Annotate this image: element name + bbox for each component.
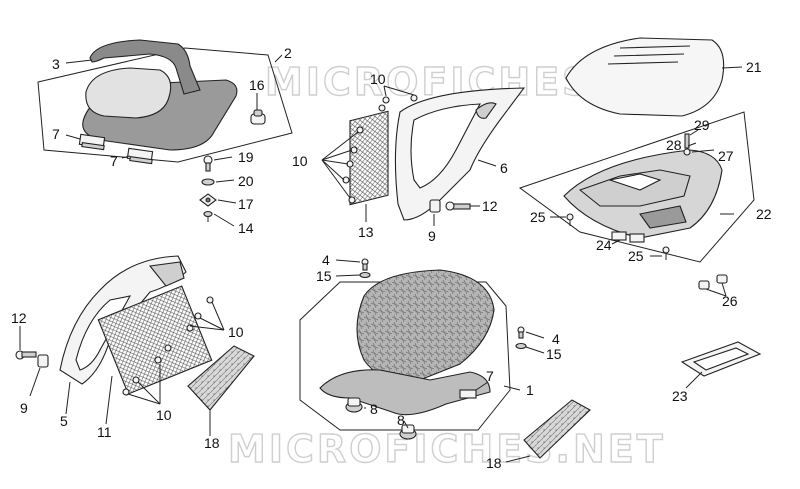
callout-labels: 1 2 3 4 4 5 6 7 7 7 8 8 9 9 10 10 10 10 … [11, 45, 772, 471]
pad-24a [611, 231, 627, 241]
label-14: 14 [238, 220, 254, 236]
watermark-bottom: MICROFICHES.NET [228, 427, 666, 471]
seat-cowl-21 [565, 37, 743, 117]
label-8a: 8 [370, 401, 378, 417]
rubber-pad-7b [126, 147, 154, 165]
spacer-9-left [37, 354, 49, 368]
screw-4-right [517, 326, 525, 339]
side-panel-group [321, 85, 526, 226]
label-18b: 18 [486, 455, 502, 471]
label-13: 13 [358, 224, 374, 240]
label-10a: 10 [370, 71, 386, 87]
pin-25a [566, 213, 574, 226]
label-24: 24 [596, 237, 612, 253]
label-28: 28 [666, 137, 682, 153]
bracket-23 [680, 341, 762, 389]
label-10d: 10 [156, 407, 172, 423]
left-side-panel-group [15, 255, 225, 425]
rubber-pad-7a [78, 133, 106, 151]
screw-4-top [361, 258, 369, 271]
bumper-8b [399, 424, 417, 440]
label-4a: 4 [322, 252, 330, 268]
label-5: 5 [60, 413, 68, 429]
label-27: 27 [718, 148, 734, 164]
spacer-9-top [429, 199, 441, 213]
passenger-seat-group [37, 39, 293, 165]
washer-15-top [359, 271, 371, 279]
label-15a: 15 [316, 268, 332, 284]
label-12a: 12 [482, 198, 498, 214]
washer-20 [201, 178, 215, 186]
label-7b: 7 [110, 153, 118, 169]
screw-set-10-top [342, 94, 418, 204]
nut-17 [199, 193, 217, 207]
label-29: 29 [694, 117, 710, 133]
insert-14 [203, 210, 213, 222]
fastener-27-29 [683, 133, 691, 156]
label-15b: 15 [546, 346, 562, 362]
hardware-column [199, 155, 237, 227]
undertray-group [518, 111, 755, 297]
label-17: 17 [238, 196, 254, 212]
label-16: 16 [249, 77, 265, 93]
label-3: 3 [52, 56, 60, 72]
label-22: 22 [756, 206, 772, 222]
label-20: 20 [238, 173, 254, 189]
label-1: 1 [526, 382, 534, 398]
label-19: 19 [238, 149, 254, 165]
label-25b: 25 [628, 248, 644, 264]
label-9b: 9 [20, 400, 28, 416]
bumper-8a [345, 397, 363, 413]
label-18a: 18 [204, 435, 220, 451]
label-11: 11 [97, 424, 112, 440]
label-9a: 9 [428, 228, 436, 244]
bumper-16 [250, 109, 266, 125]
label-10c: 10 [228, 324, 244, 340]
label-7c: 7 [486, 368, 494, 384]
pin-25b [662, 246, 670, 260]
bolt-12-top [445, 201, 471, 211]
pad-24b [629, 233, 645, 243]
label-4b: 4 [552, 331, 560, 347]
label-10b: 10 [292, 153, 308, 169]
label-2: 2 [284, 45, 292, 61]
label-23: 23 [672, 388, 688, 404]
label-25a: 25 [530, 209, 546, 225]
label-6: 6 [500, 160, 508, 176]
rider-seat-group [299, 258, 545, 440]
label-12b: 12 [11, 310, 27, 326]
washer-15-right [515, 342, 527, 350]
bolt-12-left [15, 350, 37, 360]
screw-19 [203, 155, 213, 172]
label-7a: 7 [52, 126, 60, 142]
label-21: 21 [746, 59, 762, 75]
label-8b: 8 [397, 412, 405, 428]
foam-pad-18-right [505, 399, 591, 463]
label-26: 26 [722, 293, 738, 309]
pad-7c [459, 389, 477, 399]
foam-pad-18-left [187, 345, 255, 436]
